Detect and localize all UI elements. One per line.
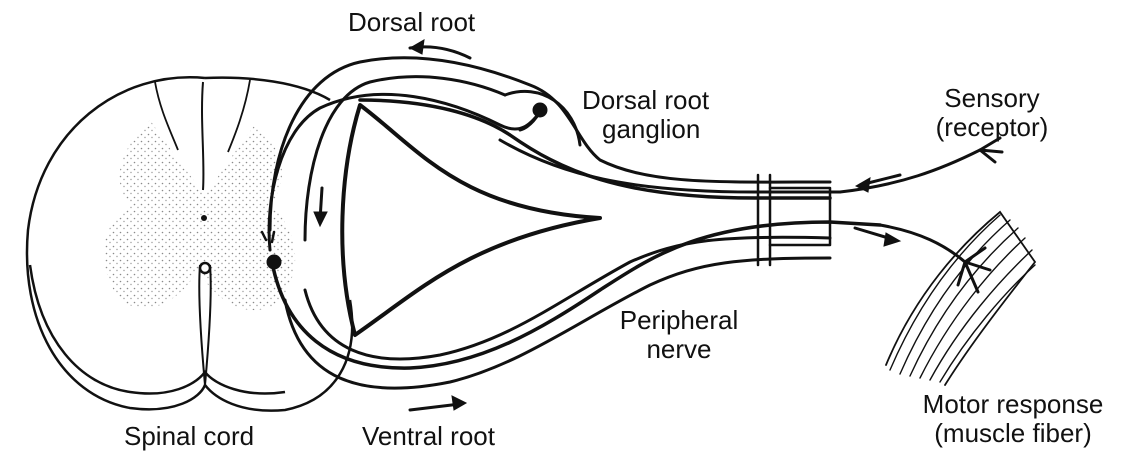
sensory-fiber [269,94,540,250]
nerve-cut-mark [758,175,770,265]
label-spinal-cord: Spinal cord [124,422,254,451]
nerve-pathways [262,58,880,388]
label-peripheral-nerve-line2: nerve [604,335,754,364]
label-ventral-root: Ventral root [362,422,495,451]
label-sensory: Sensory (receptor) [922,84,1062,142]
spinal-cord-top-edge [205,78,330,100]
label-motor-response-line1: Motor response [900,390,1126,419]
ventral-root-arrow [410,404,460,410]
sensory-fiber-peripheral [500,140,840,192]
motor-neuron-cell-body [267,255,281,269]
dorsal-root-outer [270,58,830,230]
central-canal [201,215,207,221]
label-dorsal-root-ganglion-line1: Dorsal root [582,86,709,115]
spinal-cord [27,77,352,410]
label-peripheral-nerve: Peripheral nerve [604,306,754,364]
ganglion-cell-body [533,103,547,117]
label-motor-response-line2: (muscle fiber) [900,419,1126,448]
label-dorsal-root-ganglion-line2: ganglion [582,115,709,144]
label-sensory-line2: (receptor) [922,113,1062,142]
label-sensory-line1: Sensory [922,84,1062,113]
muscle-fiber [880,212,1035,385]
label-dorsal-root: Dorsal root [348,8,475,37]
label-motor-response: Motor response (muscle fiber) [900,390,1126,448]
label-peripheral-nerve-line1: Peripheral [604,306,754,335]
label-dorsal-root-ganglion: Dorsal root ganglion [582,86,709,144]
